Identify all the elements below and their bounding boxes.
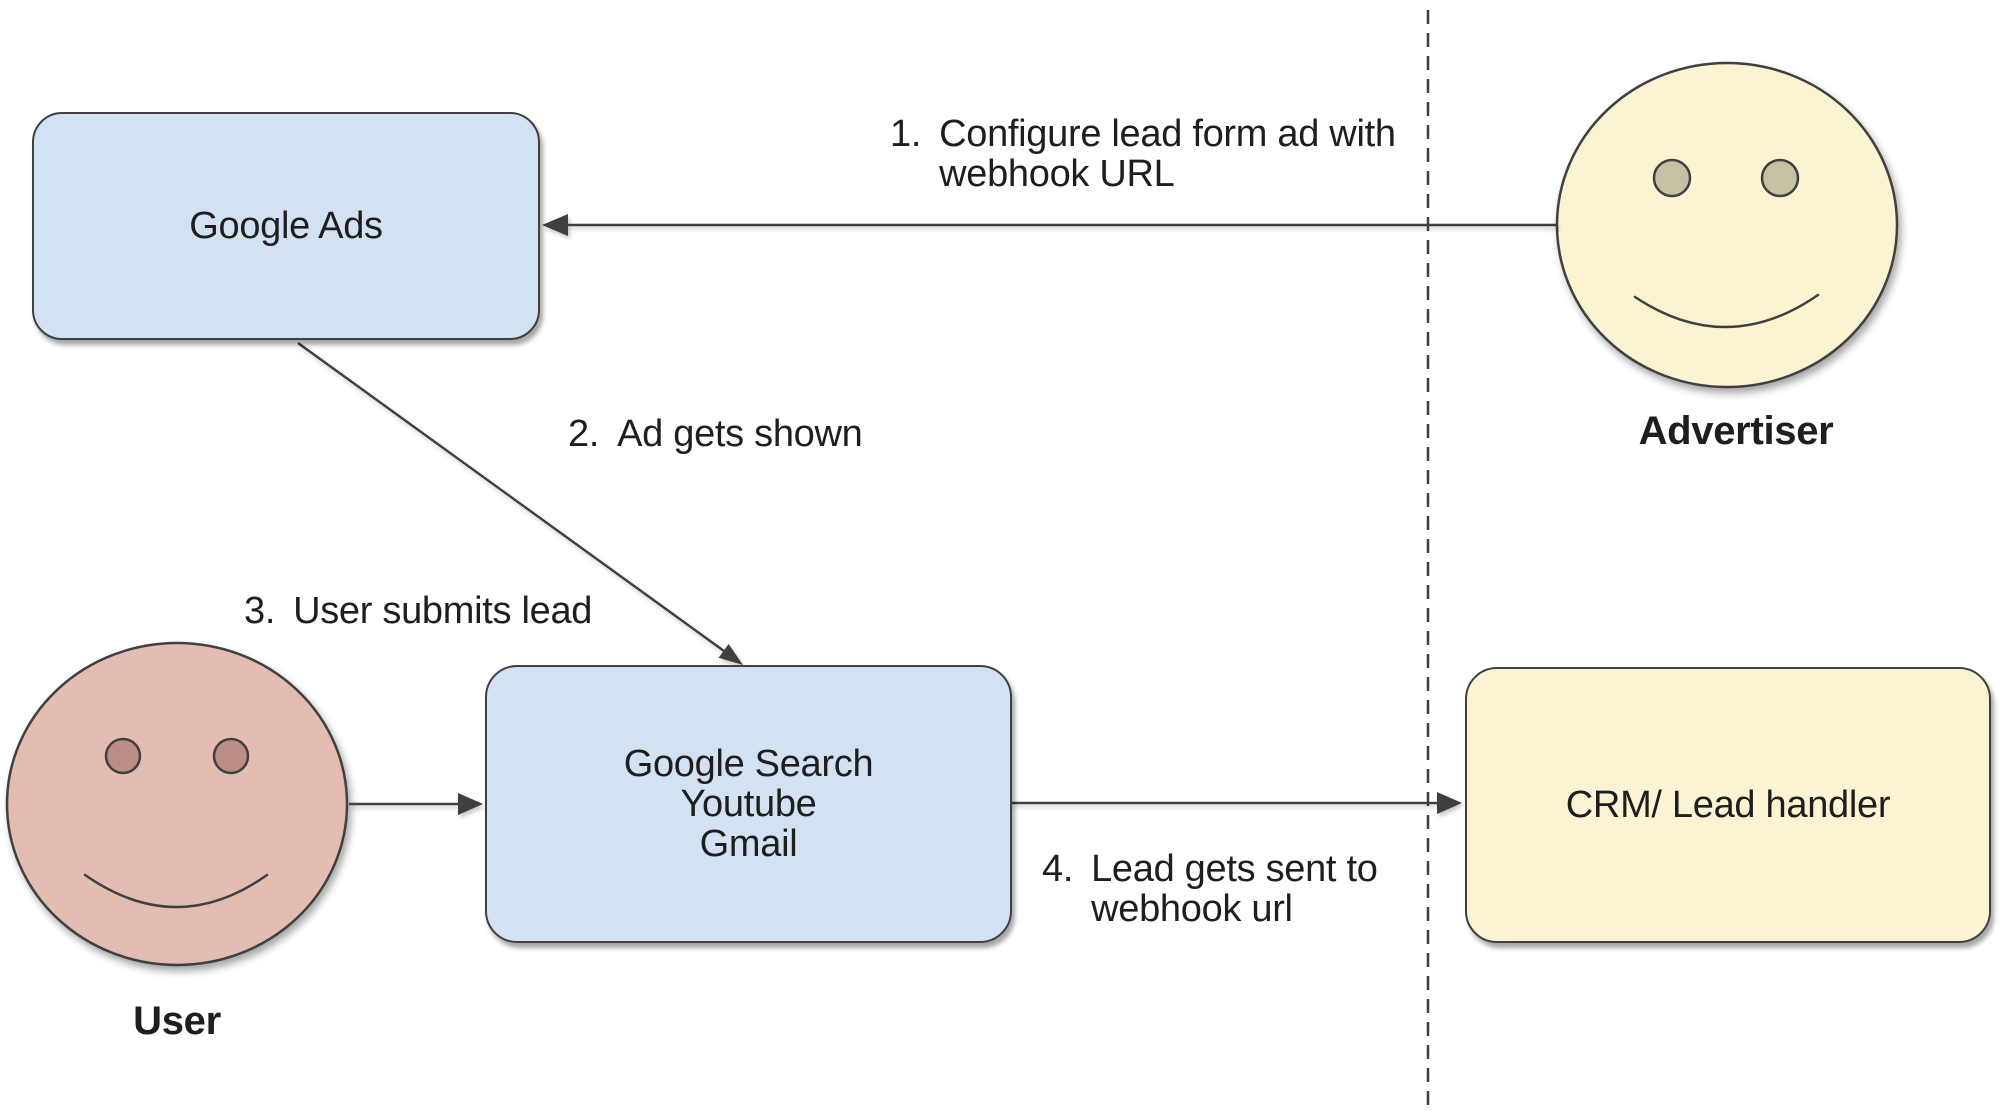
node-google-ads: Google Ads (32, 112, 540, 340)
advertiser-face-circle (1555, 61, 1899, 389)
arrowhead-right-icon (1437, 792, 1462, 814)
step-1-line-2: webhook URL (939, 153, 1175, 195)
step-2-text: Ad gets shown (617, 413, 863, 455)
user-face-circle (5, 641, 349, 967)
arrow-user-submits-lead (349, 793, 483, 815)
step-4-line-2: webhook url (1091, 888, 1293, 930)
node-crm-label: CRM/ Lead handler (1565, 784, 1891, 826)
user-label: User (133, 999, 221, 1043)
step-label-2: 2. Ad gets shown (568, 413, 863, 455)
arrow-lead-sent-webhook (1012, 792, 1462, 814)
step-label-4: 4. Lead gets sent to webhook url (1042, 849, 1378, 929)
user-smile-icon (83, 873, 269, 909)
node-google-properties: Google Search Youtube Gmail (485, 665, 1012, 943)
step-label-3: 3. User submits lead (244, 591, 592, 631)
advertiser-left-eye-icon (1652, 158, 1692, 198)
step-3-number: 3. (244, 590, 276, 632)
arrowhead-right-icon (458, 793, 483, 815)
step-1-number: 1. (890, 113, 922, 155)
arrowhead-left-icon (542, 214, 568, 236)
advertiser-smile-icon (1633, 293, 1820, 329)
node-google-ads-label: Google Ads (189, 205, 383, 247)
step-4-text: Lead gets sent to webhook url (1091, 848, 1378, 930)
node-crm: CRM/ Lead handler (1465, 667, 1991, 943)
step-1-text: Configure lead form ad with webhook URL (939, 114, 1396, 194)
step-label-1: 1. Configure lead form ad with webhook U… (890, 114, 1396, 194)
google-properties-line-2: Youtube (680, 783, 817, 825)
step-4-number: 4. (1042, 848, 1074, 890)
user-right-eye-icon (212, 737, 250, 775)
step-4-line-1: Lead gets sent to (1091, 848, 1378, 890)
step-2-number: 2. (568, 413, 600, 455)
step-1-line-1: Configure lead form ad with (939, 113, 1396, 155)
advertiser-right-eye-icon (1760, 158, 1800, 198)
user-left-eye-icon (104, 737, 142, 775)
user-face-icon (5, 641, 349, 967)
node-google-properties-label: Google Search Youtube Gmail (624, 744, 874, 864)
arrow-configure-lead-form (542, 214, 1558, 236)
google-properties-line-1: Google Search (623, 743, 874, 785)
google-properties-line-3: Gmail (699, 823, 798, 865)
advertiser-label: Advertiser (1638, 409, 1834, 453)
arrowhead-down-right-icon (718, 644, 743, 665)
step-3-text: User submits lead (293, 590, 593, 632)
advertiser-face-icon (1555, 61, 1899, 389)
